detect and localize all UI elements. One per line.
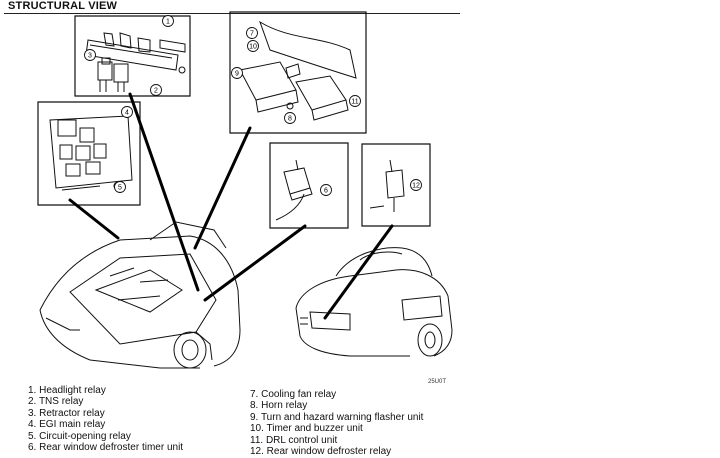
relay-panel-8-11 — [229, 11, 367, 134]
callout-label-1: 1 — [166, 18, 170, 25]
legend-item: 1. Headlight relay — [28, 385, 106, 396]
relay-panel-4-5 — [37, 101, 141, 206]
callout-label-6: 6 — [324, 187, 328, 194]
front-car-drawing — [39, 221, 241, 369]
callout-label-8: 8 — [288, 115, 292, 122]
legend-item: 9. Turn and hazard warning flasher unit — [250, 411, 424, 423]
callout-circle-9 — [231, 67, 243, 79]
rear-car-drawing — [295, 247, 453, 357]
legend-item: 11. DRL control unit — [250, 434, 338, 446]
callout-circle-10 — [247, 40, 259, 52]
title-underline — [4, 13, 460, 14]
relay-panel-1-3 — [74, 15, 191, 97]
callout-circle-1 — [162, 15, 174, 27]
legend-right-column: 7. Cooling fan relay 8. Horn relay 9. Tu… — [250, 389, 423, 457]
legend-item: 4. EGI main relay — [28, 419, 106, 431]
legend-item: 12. Rear window defroster relay — [250, 446, 392, 458]
callout-circle-12 — [410, 179, 422, 191]
relay-panel-12 — [361, 143, 431, 227]
leader-lines — [68, 92, 394, 320]
callout-label-2: 2 — [154, 87, 158, 94]
legend-item: 3. Retractor relay — [28, 407, 105, 419]
callout-label-11: 11 — [351, 98, 358, 105]
page-title: STRUCTURAL VIEW — [8, 0, 118, 12]
callout-circle-5 — [114, 181, 126, 193]
callout-label-12: 12 — [412, 182, 420, 189]
callout-circle-7 — [246, 27, 258, 39]
callout-circle-4 — [121, 106, 133, 118]
callout-circle-8 — [284, 112, 296, 124]
callout-label-3: 3 — [88, 52, 92, 59]
relay-panel-6 — [269, 142, 349, 229]
legend-item: 6. Rear window defroster timer unit — [28, 442, 184, 454]
callout-label-4: 4 — [125, 109, 129, 116]
callout-circle-6 — [320, 184, 332, 196]
legend-item: 7. Cooling fan relay — [250, 389, 337, 400]
callout-circle-11 — [349, 95, 361, 107]
callout-label-7: 7 — [250, 30, 254, 37]
figure-code: 25U0T — [428, 379, 447, 385]
callout-label-10: 10 — [249, 43, 257, 50]
legend-item: 2. TNS relay — [28, 396, 84, 408]
callout-circle-3 — [84, 49, 96, 61]
legend-item: 10. Timer and buzzer unit — [250, 423, 363, 435]
legend-left-column: 1. Headlight relay 2. TNS relay 3. Retra… — [28, 385, 183, 453]
callout-circle-2 — [150, 84, 162, 96]
callout-label-5: 5 — [118, 184, 122, 191]
legend-item: 8. Horn relay — [250, 400, 308, 412]
callout-label-9: 9 — [235, 70, 239, 77]
legend-item: 5. Circuit-opening relay — [28, 430, 131, 442]
